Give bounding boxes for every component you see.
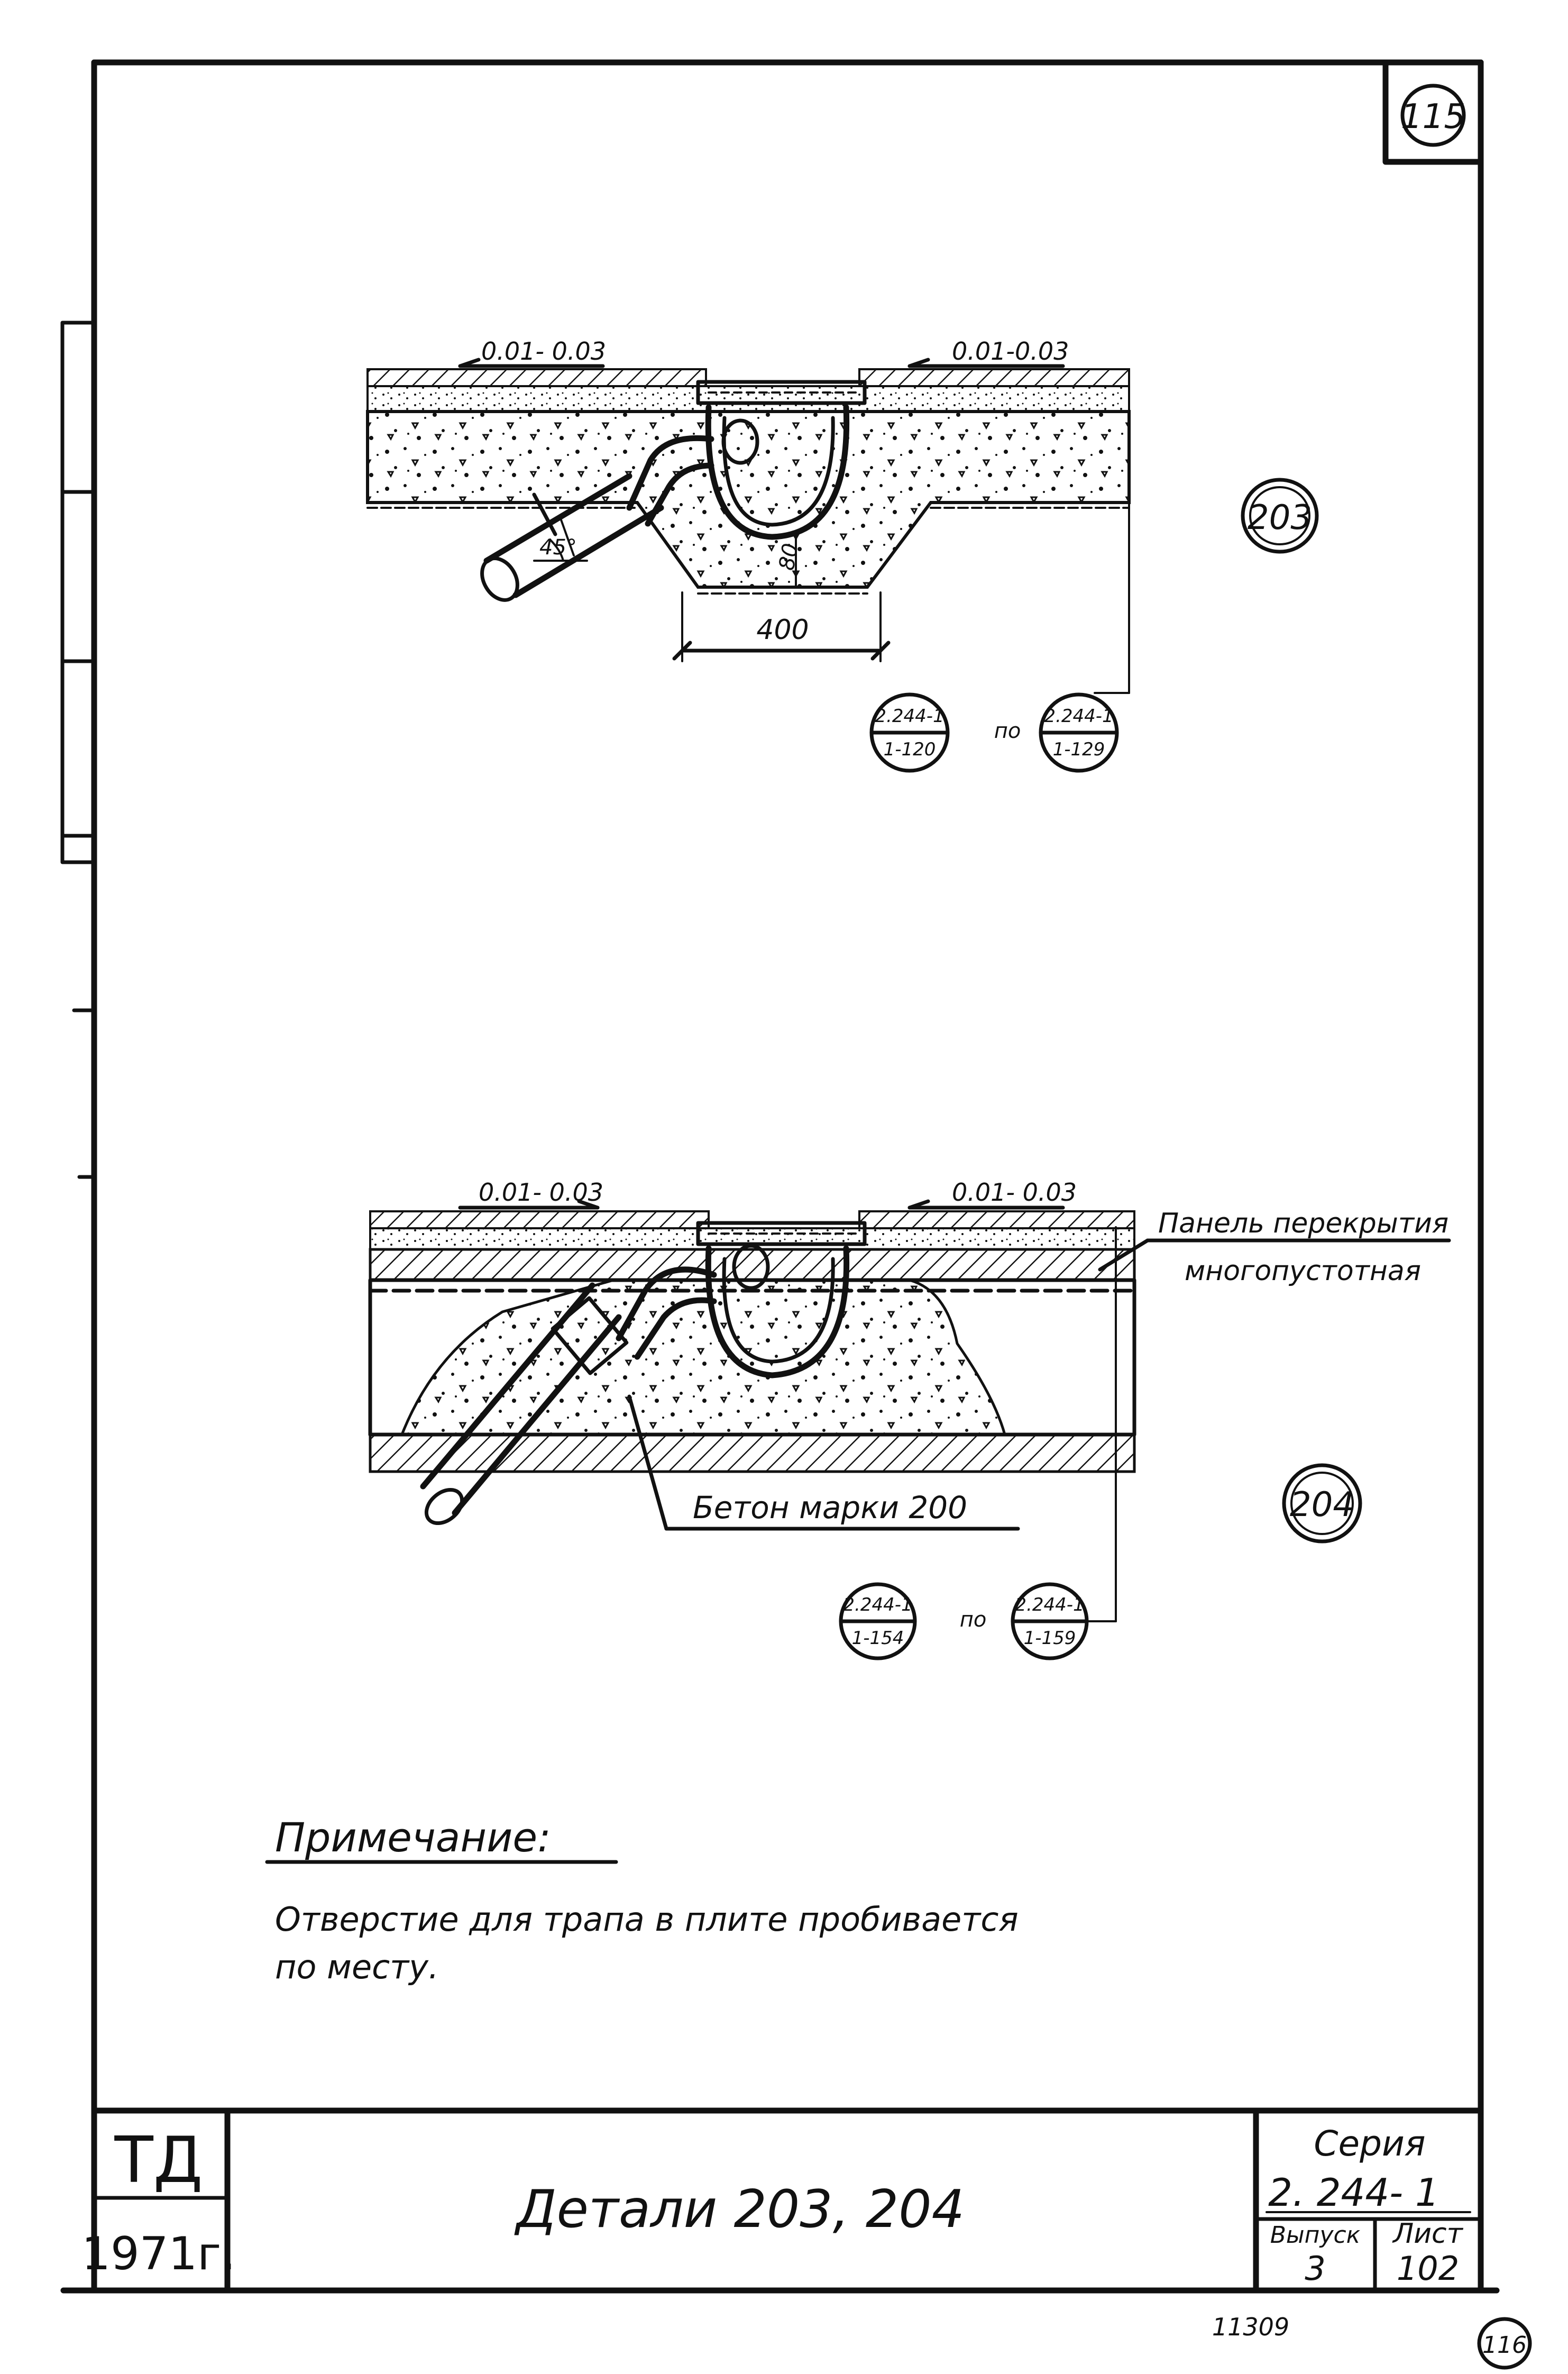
archive-number: 11309: [1212, 2313, 1289, 2341]
issue-label: Выпуск: [1270, 2222, 1361, 2249]
detail-203-dim-400: 400: [756, 614, 809, 646]
detail-203-angle: 45°: [539, 535, 577, 560]
detail-204-panel-label-2: многопустотная: [1185, 1255, 1421, 1287]
svg-text:2.244-1: 2.244-1: [875, 706, 944, 727]
title-block: ТД 1971г. Детали 203, 204 Серия 2. 244- …: [81, 2107, 1484, 2294]
series-value: 2. 244- 1: [1268, 2170, 1439, 2215]
note-line-1: Отверстие для трапа в плите пробивается: [275, 1900, 1019, 1939]
detail-204-concrete-label: Бетон марки 200: [693, 1490, 967, 1526]
detail-203-slope-left: 0.01- 0.03: [481, 337, 606, 366]
corner-number-box: 115: [1382, 59, 1484, 165]
td-mark: ТД: [114, 2124, 203, 2197]
corner-number: 115: [1401, 97, 1465, 136]
detail-203-refs: 2.244-1 1-120 по 2.244-1 1-129: [869, 692, 1119, 773]
issue-value: 3: [1305, 2249, 1325, 2288]
svg-text:1-129: 1-129: [1053, 739, 1105, 760]
svg-text:2.244-1: 2.244-1: [1044, 706, 1113, 727]
svg-text:по: по: [960, 1608, 987, 1632]
note: Примечание: Отверстие для трапа в плите …: [265, 1814, 1019, 1986]
sheet-label: Лист: [1392, 2218, 1463, 2250]
svg-text:1-154: 1-154: [852, 1628, 904, 1649]
footer: 11309 116: [1212, 2313, 1532, 2370]
detail-204-panel-label-1: Панель перекрытия: [1158, 1208, 1448, 1239]
sheet-value: 102: [1397, 2249, 1459, 2288]
detail-203-section: 45° 80 400 0.01- 0.03 0.01-0.03: [366, 337, 1131, 694]
svg-text:2.244-1: 2.244-1: [1015, 1594, 1084, 1615]
note-heading: Примечание:: [275, 1814, 551, 1861]
detail-203-dim-80: 80: [775, 542, 803, 572]
year: 1971г.: [81, 2227, 235, 2280]
detail-203-marker: 203: [1241, 478, 1319, 554]
series-label: Серия: [1314, 2123, 1425, 2164]
detail-204-slope-right: 0.01- 0.03: [952, 1178, 1077, 1207]
svg-text:1-120: 1-120: [884, 739, 936, 760]
detail-203-number: 203: [1248, 498, 1312, 537]
detail-203-slope-right: 0.01-0.03: [952, 337, 1069, 366]
page-number: 116: [1482, 2332, 1527, 2359]
svg-text:1-159: 1-159: [1024, 1628, 1076, 1649]
detail-204-section: Бетон марки 200 Панель перекрытия многоп…: [368, 1178, 1451, 1622]
detail-204-refs: 2.244-1 1-154 по 2.244-1 1-159: [839, 1582, 1089, 1660]
note-line-2: по месту.: [275, 1948, 439, 1986]
detail-204-slope-left: 0.01- 0.03: [479, 1178, 603, 1207]
sheet-title: Детали 203, 204: [514, 2179, 965, 2240]
svg-text:2.244-1: 2.244-1: [843, 1594, 912, 1615]
detail-204-marker: 204: [1282, 1463, 1362, 1544]
detail-204-number: 204: [1290, 1485, 1354, 1524]
svg-text:по: по: [994, 719, 1021, 743]
